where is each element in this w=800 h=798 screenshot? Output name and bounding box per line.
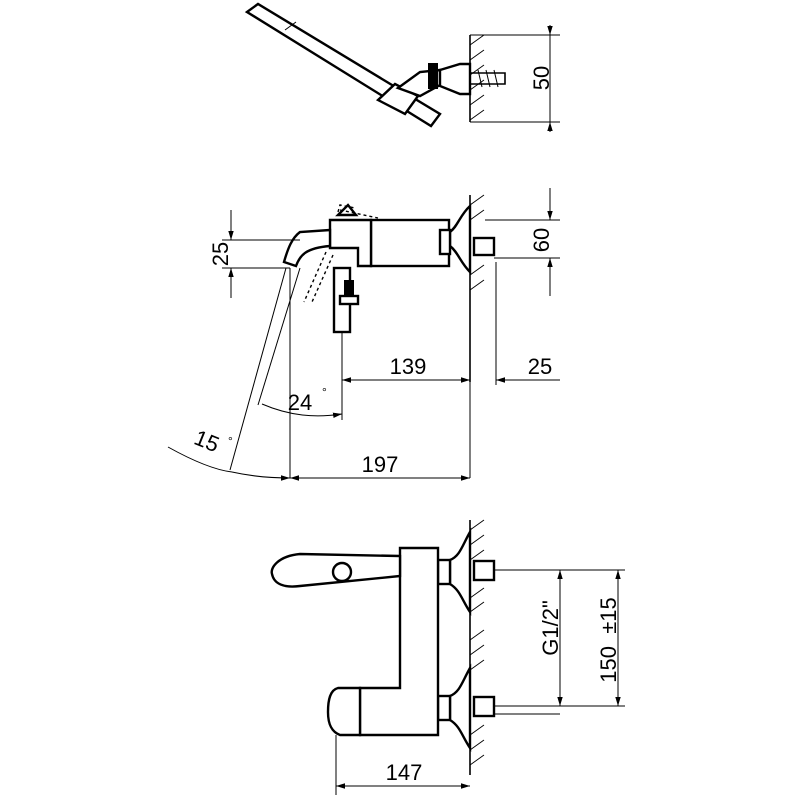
dim-spout-length: 139 bbox=[390, 354, 427, 379]
lever-base bbox=[328, 218, 373, 268]
dim-thread: G1/2" bbox=[538, 600, 563, 656]
spout bbox=[282, 228, 332, 268]
dim-projection: 197 bbox=[362, 452, 399, 477]
hand-shower-body bbox=[244, 2, 442, 128]
wall-flange-top bbox=[438, 62, 472, 96]
wall-rosette bbox=[448, 203, 472, 275]
diverter-knob bbox=[326, 686, 362, 737]
svg-text:°: ° bbox=[228, 434, 233, 448]
rosette-upper bbox=[448, 527, 472, 616]
wall-hatch-side bbox=[469, 194, 485, 291]
mixer-body bbox=[369, 218, 451, 268]
wall-hatch-front bbox=[469, 519, 485, 766]
wall-screw bbox=[470, 72, 506, 85]
rosette-lower bbox=[448, 663, 472, 752]
spout-swing-dashed bbox=[303, 251, 334, 303]
wall-hatch-top bbox=[469, 34, 485, 121]
lever-knob bbox=[331, 561, 353, 583]
svg-text:°: ° bbox=[322, 385, 327, 399]
side-view: 25 60 139 25 197 24 ° 15 ° bbox=[167, 188, 560, 481]
dim-offset: 25 bbox=[528, 354, 552, 379]
dim-top-height: 50 bbox=[529, 66, 554, 90]
connector-lower bbox=[472, 695, 496, 718]
wall-connector bbox=[472, 236, 496, 257]
dim-centers: 150 ±15 bbox=[596, 597, 621, 682]
holder-nut bbox=[428, 63, 438, 89]
connector-upper bbox=[472, 559, 496, 582]
top-view: 50 bbox=[244, 2, 560, 132]
dim-spout-angle: 24 bbox=[288, 390, 312, 415]
dim-side-height: 60 bbox=[529, 228, 554, 252]
dim-depth: 147 bbox=[386, 760, 423, 785]
front-view: G1/2" 150 ±15 147 bbox=[270, 519, 625, 795]
dim-spout-height: 25 bbox=[208, 242, 233, 266]
dim-tilt-angle: 15 bbox=[191, 425, 223, 457]
